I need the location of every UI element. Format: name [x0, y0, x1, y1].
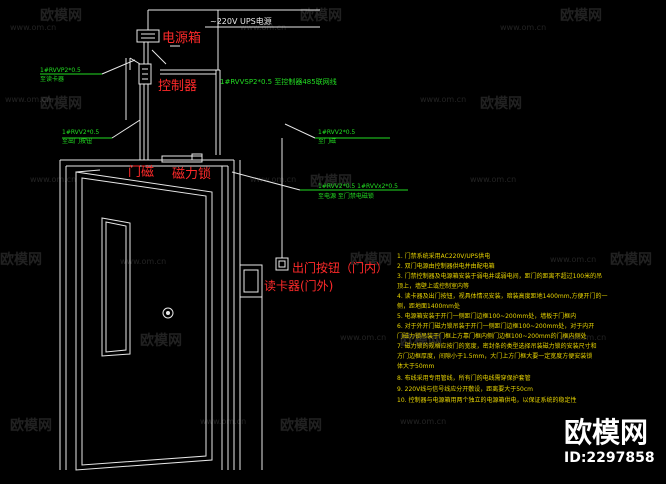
- card-reader-device: [239, 264, 263, 470]
- exit-button-label: 出门按钮（门内）: [292, 260, 388, 275]
- power-box: [136, 29, 160, 43]
- watermark-url: www.om.cn: [120, 257, 166, 266]
- note-line: 9. 220V线与信号线应分开敷设，距离要大于50cm: [397, 385, 533, 393]
- watermark-brand: 欧模网: [0, 251, 42, 268]
- note-line: 顶上，墙壁上或控制室内等: [397, 282, 469, 290]
- power-supply-line: [147, 9, 320, 30]
- watermark-url: www.om.cn: [10, 23, 56, 32]
- note-line: 3. 门禁控制器及电源箱安装于弱电井或弱电间，距门的距离不超过100米的吊: [397, 272, 602, 280]
- watermark-url: www.om.cn: [340, 333, 386, 342]
- watermark-url: www.om.cn: [470, 175, 516, 184]
- watermark-brand: 欧模网: [350, 251, 392, 268]
- watermark-url: www.om.cn: [250, 175, 296, 184]
- cable-label: 至门磁: [318, 137, 336, 145]
- power-supply-note: ~220V UPS电源: [210, 16, 272, 26]
- cable-label: 至出门按钮: [62, 137, 92, 145]
- watermark-badge: 欧模网 ID:2297858: [564, 416, 655, 466]
- badge-logo: 欧模网: [564, 416, 648, 449]
- cable-label: 至电源 至门禁电磁锁: [318, 192, 374, 200]
- cable-label: 1#RVV2*0.5: [318, 129, 355, 136]
- cable-callout-exit-button: 1#RVV2*0.5 至出门按钮: [62, 119, 141, 145]
- note-line: 1. 门禁系统采用AC220V/UPS供电: [397, 252, 490, 260]
- cable-callout-reader: 1#RVVP2*0.5 至读卡器: [40, 59, 136, 83]
- watermark-brand: 欧模网: [560, 7, 602, 24]
- watermark-url: www.om.cn: [500, 23, 546, 32]
- note-line: 7. 磁力锁的规格应按门的宽度，密封条的类型选择吊装磁力锁的安装尺寸和: [397, 342, 597, 350]
- door-handle: [162, 307, 174, 319]
- cable-label: 1#RVV2*0.5 1#RVVx2*0.5: [318, 183, 398, 190]
- watermark-url: www.om.cn: [5, 95, 51, 104]
- card-reader-label: 读卡器(门外): [264, 278, 333, 293]
- cable-callout-door-magnet: 1#RVV2*0.5 至门磁: [284, 123, 390, 145]
- watermark-brand: 欧模网: [400, 332, 442, 349]
- watermark-url: www.om.cn: [560, 333, 606, 342]
- watermark-brand: 欧模网: [140, 332, 182, 349]
- cable-label: 1#RVV2*0.5: [62, 129, 99, 136]
- note-line: 5. 电源箱安装于开门一侧距门边框100~200mm处，墙板于门框内: [397, 312, 576, 320]
- watermark-url: www.om.cn: [200, 417, 246, 426]
- note-line: 侧，距地面1400mm处: [397, 302, 460, 310]
- watermark-brand: 欧模网: [480, 95, 522, 112]
- watermark-brand: 欧模网: [40, 95, 82, 112]
- cable-label: 至读卡器: [40, 75, 64, 83]
- watermark-brand: 欧模网: [10, 417, 52, 434]
- note-line: 方门边框厚度，间隙小于1.5mm，大门上方门框大要一定宽度方便安装锁: [397, 352, 592, 360]
- note-line: 10. 控制器与电源箱用两个独立的电源箱供电，以保证系统的稳定性: [397, 396, 576, 404]
- watermark-url: www.om.cn: [550, 255, 596, 264]
- note-line: 6. 对于外开门磁力锁吊装于开门一侧距门边框100~200mm处，对于内开: [397, 322, 594, 330]
- note-line: 2. 双门电源由控制器供电并由配电箱: [397, 262, 495, 270]
- watermark-brand: 欧模网: [300, 7, 342, 24]
- watermark-url: www.om.cn: [30, 175, 76, 184]
- cable-callout-lock: 1#RVV2*0.5 1#RVVx2*0.5 至电源 至门禁电磁锁: [231, 171, 408, 200]
- note-line: 4. 读卡器及出门按钮，视具体情况安装，暗装高度距地1400mm,方便开门的一: [397, 292, 608, 300]
- note-line: 8. 布线采用专用管线，所有门的电线需穿保护套管: [397, 374, 531, 382]
- riser-lines: [125, 10, 221, 160]
- note-line: 体大于50mm: [397, 362, 434, 370]
- door-frame: [59, 159, 241, 470]
- badge-id: ID:2297858: [564, 450, 655, 466]
- door-leaf: [75, 169, 213, 471]
- cable-label: 1#RVVP2*0.5: [40, 67, 81, 74]
- door-magnet-label: 门磁: [128, 165, 154, 180]
- magnetic-lock-label: 磁力锁: [172, 166, 211, 182]
- watermark-url: www.om.cn: [400, 417, 446, 426]
- magnetic-lock: [161, 153, 203, 163]
- watermark-brand: 欧模网: [610, 251, 652, 268]
- controller-box: [138, 63, 152, 85]
- controller-label: 控制器: [158, 79, 197, 94]
- watermark-brand: 欧模网: [40, 7, 82, 24]
- power-box-label: 电源箱: [162, 30, 201, 46]
- watermark-brand: 欧模网: [310, 173, 352, 190]
- design-notes: 1. 门禁系统采用AC220V/UPS供电 2. 双门电源由控制器供电并由配电箱…: [397, 252, 608, 404]
- exit-button-device: [275, 138, 289, 271]
- cable-label-485: 1#RVVSP2*0.5 至控制器485联网线: [220, 77, 337, 86]
- watermark-url: www.om.cn: [420, 95, 466, 104]
- watermark-layer: 欧模网 www.om.cn 欧模网 www.om.cn 欧模网 www.om.c…: [0, 7, 652, 434]
- note-line: 门磁力锁吊装于门框上方靠门框内侧门边框100~200mm的门框内侧处: [397, 332, 587, 340]
- watermark-brand: 欧模网: [280, 417, 322, 434]
